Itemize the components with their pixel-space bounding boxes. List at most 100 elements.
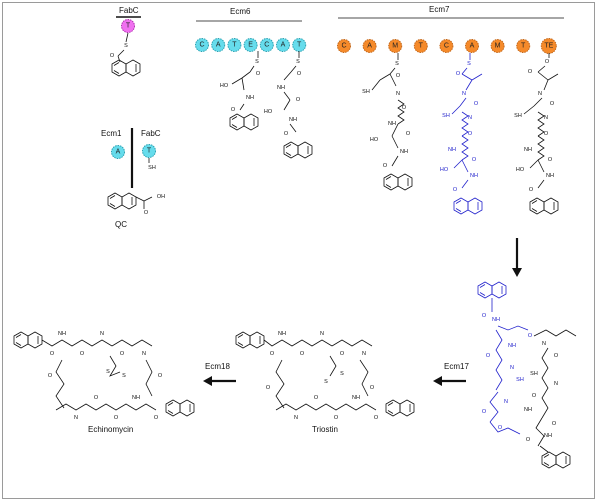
ecm7-domain-3 <box>388 39 403 53</box>
ecm7-domain-label-6: A <box>470 43 475 50</box>
triostin-o4: O <box>266 385 271 391</box>
qc-o: O <box>144 210 149 216</box>
ecm7-domain-7 <box>490 39 505 53</box>
echinomycin-quinoxaline-left <box>13 331 43 349</box>
ecm6-o1: O <box>256 71 261 77</box>
ecm6-s1: S <box>255 59 259 65</box>
ecm6-domain-label-7: T <box>297 42 302 49</box>
fabc-top-quinoxaline <box>111 59 141 77</box>
ecm7-domain-2 <box>362 39 377 53</box>
ecm7-nh3: NH <box>448 147 456 153</box>
echinomycin-s1: S <box>106 369 110 375</box>
triostin-nh2: NH <box>352 395 360 401</box>
triostin-o3: O <box>340 351 345 357</box>
echinomycin-o6: O <box>94 395 99 401</box>
ecm7-domain-label-3: M <box>392 43 398 50</box>
ecm7-s1: S <box>395 61 399 67</box>
ecm7-sh3: SH <box>514 113 522 119</box>
dimer-n4: N <box>554 381 558 387</box>
echinomycin-o4: O <box>48 373 53 379</box>
ecm6-o2: O <box>231 107 236 113</box>
dimer-o5: O <box>498 425 503 431</box>
ecm6-domain-3 <box>227 38 242 52</box>
dimer-sh-blue: SH <box>516 377 524 383</box>
triostin-n3: N <box>294 415 298 421</box>
fabc-mid-label: FabC <box>141 129 161 138</box>
dimer-o9: O <box>526 437 531 443</box>
ecm6-domain-label-6: A <box>281 42 286 49</box>
dimer-n1: N <box>510 365 514 371</box>
dimer-quinoxaline-bottom <box>541 451 571 469</box>
ecm6-domain-label-5: C <box>264 42 269 49</box>
ecm6-domain-4 <box>243 38 258 52</box>
ecm7-sh1: SH <box>362 89 370 95</box>
triostin-o5: O <box>370 385 375 391</box>
ecm7-label: Ecm7 <box>429 5 450 14</box>
ecm7-domain-label-2: A <box>367 43 372 50</box>
ecm6-nh2: NH <box>277 85 285 91</box>
ecm7-s2: S <box>467 61 471 67</box>
arrow-ecm18-head <box>203 376 212 386</box>
ecm1-a-domain <box>111 145 125 159</box>
echinomycin-nh2: NH <box>132 395 140 401</box>
ecm7-domain-label-7: M <box>495 43 501 50</box>
ecm6-ho1: HO <box>220 83 229 89</box>
ecm6-o4: O <box>296 97 301 103</box>
ecm6-o3: O <box>297 71 302 77</box>
dimer-o7: O <box>532 393 537 399</box>
ecm6-o5: O <box>284 131 289 137</box>
ecm6-domain-label-3: T <box>232 42 237 49</box>
triostin-o2: O <box>300 351 305 357</box>
qc-oh: OH <box>157 194 165 200</box>
ecm7-o7: O <box>468 131 473 137</box>
dimer-n3: N <box>542 341 546 347</box>
arrow-ecm17-head <box>433 376 442 386</box>
ecm7-n1: N <box>396 91 400 97</box>
ecm6-nh1: NH <box>246 95 254 101</box>
ecm7-nh6: NH <box>546 173 554 179</box>
ecm7-domain-4 <box>413 39 428 53</box>
triostin-label: Triostin <box>312 425 338 434</box>
fabc-top-t-label: T <box>126 23 131 30</box>
dimer-nh3: NH <box>524 407 532 413</box>
echinomycin-s2: S <box>122 373 126 379</box>
triostin-o6: O <box>314 395 319 401</box>
triostin-s1: S <box>340 371 344 377</box>
ecm7-ho3: HO <box>516 167 525 173</box>
echinomycin-n3: N <box>74 415 78 421</box>
dimer-quinoxaline-top <box>477 281 507 299</box>
ecm7-domain-label-8: T <box>521 43 526 50</box>
ecm7-domain-5 <box>439 39 454 53</box>
ecm7-domain-6 <box>465 39 479 53</box>
triostin-quinoxaline-left <box>235 331 265 349</box>
ecm7-domain-label-9: TE <box>544 43 553 50</box>
ecm7-o5: O <box>456 71 461 77</box>
ecm7-o2: O <box>402 105 407 111</box>
ecm6-domain-label-4: E <box>248 42 253 49</box>
ecm7-o3: O <box>406 131 411 137</box>
triostin-quinoxaline-right <box>385 399 415 417</box>
ecm7-sh2: SH <box>442 113 450 119</box>
fabc-top-t-domain <box>121 19 135 33</box>
triostin-n1: N <box>320 331 324 337</box>
ecm6-quinoxaline2 <box>283 141 313 159</box>
ecm7-o15: O <box>529 187 534 193</box>
ecm7-o4: O <box>383 163 388 169</box>
ecm1-a-label: A <box>116 149 121 156</box>
ecm7-o10: O <box>545 59 550 65</box>
ecm7-o9: O <box>453 187 458 193</box>
fabc-mid-sh: SH <box>148 165 156 171</box>
ecm7-n4: N <box>538 91 542 97</box>
figure-border <box>2 2 595 499</box>
ecm7-domain-label-1: C <box>341 43 346 50</box>
ecm7-n3: N <box>468 115 472 121</box>
echinomycin-o2: O <box>80 351 85 357</box>
ecm6-label: Ecm6 <box>230 7 251 16</box>
dimer-o6: O <box>554 353 559 359</box>
qc-quinoxaline <box>107 192 137 210</box>
ecm7-o6: O <box>474 101 479 107</box>
ecm7-o1: O <box>396 73 401 79</box>
